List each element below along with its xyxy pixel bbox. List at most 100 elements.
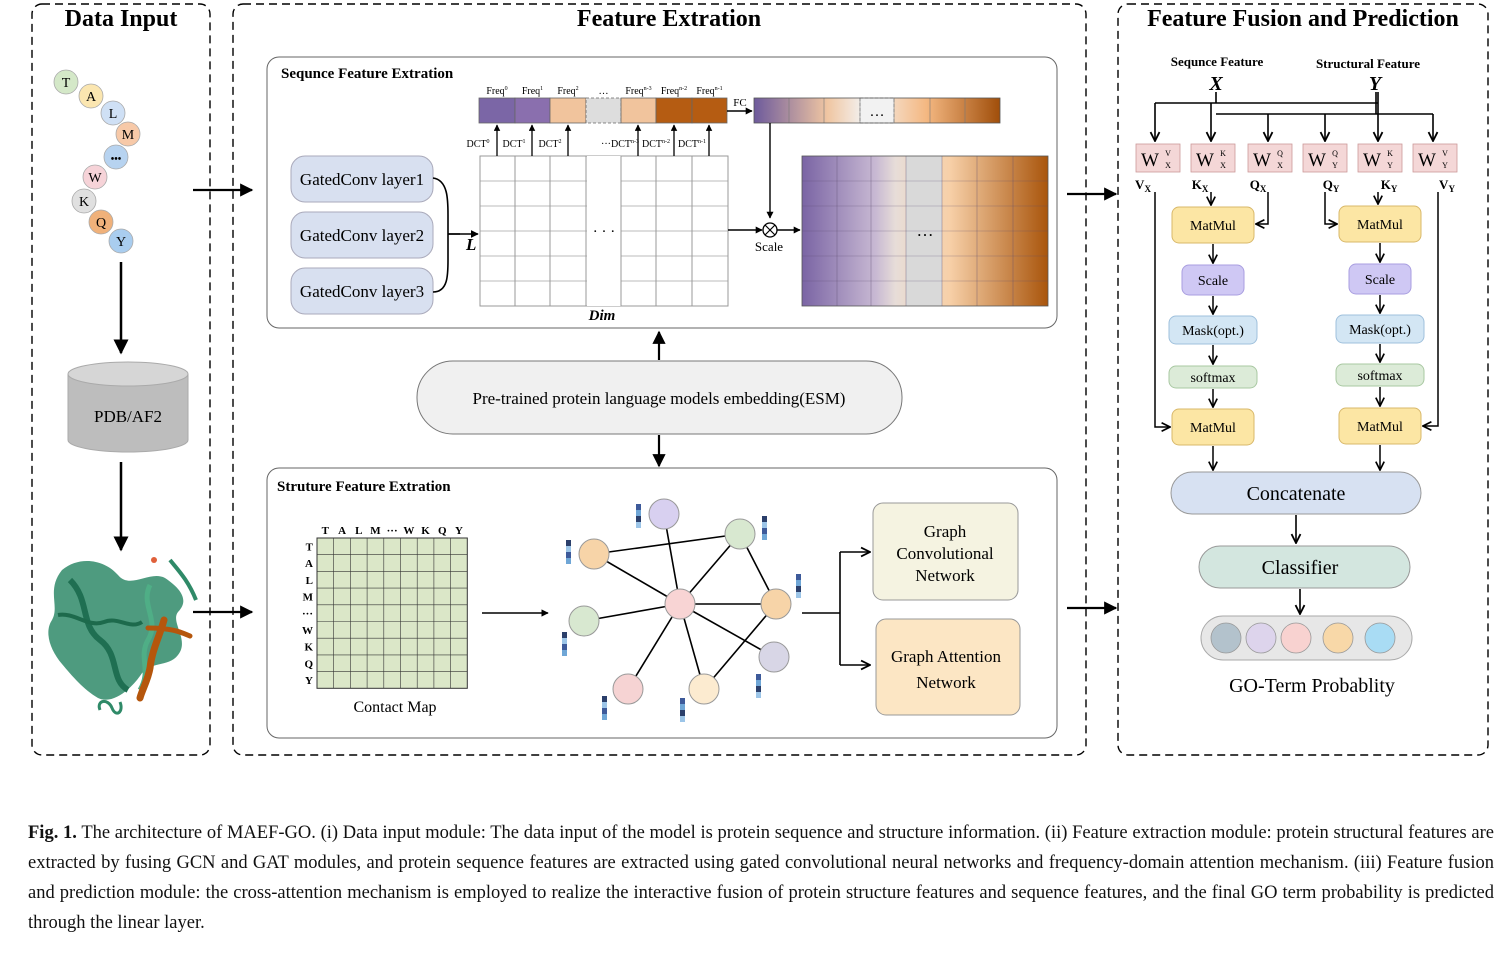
- node-feature-vector: [566, 540, 571, 564]
- seq-feature-label: Sequnce Feature: [1171, 54, 1264, 69]
- matrix-row-label: W: [302, 625, 313, 637]
- scale-box-label: Scale: [1198, 274, 1228, 289]
- matmul-box-label: MatMul: [1357, 420, 1403, 435]
- freq-label: …: [599, 86, 609, 97]
- go-term-circle: [1280, 622, 1312, 654]
- Y-label: Y: [1369, 73, 1383, 95]
- feature-extraction-title: Feature Extration: [577, 6, 761, 32]
- residue-label: L: [109, 107, 118, 122]
- graph-edge: [627, 603, 681, 690]
- matrix-row-label: ···: [302, 608, 313, 620]
- concatenate-label: Concatenate: [1247, 483, 1346, 505]
- matrix-row-label: Y: [305, 675, 313, 687]
- weight-sup: K: [1387, 149, 1393, 158]
- freq-label: Freqn-2: [661, 86, 687, 97]
- fusion-drop-arrows: [1155, 103, 1433, 141]
- weight-sup: Q: [1277, 149, 1283, 158]
- scale-label: Scale: [755, 239, 783, 254]
- residue-node: A: [78, 83, 104, 109]
- node-feature-vector: [602, 696, 607, 720]
- data-input-title: Data Input: [65, 6, 178, 32]
- X-label: X: [1208, 73, 1223, 95]
- gat-label-1: Graph Attention: [891, 647, 1002, 666]
- matrix-col-label: Y: [455, 525, 463, 537]
- weight-sup: V: [1165, 149, 1171, 158]
- output-feature-map: …: [801, 155, 1049, 307]
- matmul-box: MatMul: [1171, 206, 1255, 244]
- protein-structure-image: [48, 557, 198, 715]
- gated-conv-layer: GatedConv layer1: [290, 155, 434, 203]
- caption-text: The architecture of MAEF-GO. (i) Data in…: [28, 823, 1494, 933]
- database-label: PDB/AF2: [94, 407, 162, 426]
- go-term-circle: [1245, 622, 1277, 654]
- graph-edge: [593, 553, 681, 605]
- gated-conv-label: GatedConv layer3: [300, 282, 424, 301]
- matrix-row-label: A: [305, 558, 313, 570]
- attention-bar: …: [753, 97, 1001, 124]
- fork-lines: [802, 552, 841, 665]
- dct-label: DCTn-1: [678, 139, 706, 150]
- gat-box: [875, 618, 1021, 716]
- matrix-row-label: K: [304, 642, 313, 654]
- contact-map-label: Contact Map: [353, 699, 436, 716]
- mask-box: Mask(opt.): [1335, 314, 1425, 344]
- residue-node: W: [82, 164, 108, 190]
- matmul-box-label: MatMul: [1190, 219, 1236, 234]
- node-feature-vector: [762, 516, 767, 540]
- freq-cell: Freqn-2: [655, 86, 693, 124]
- residue-label: Q: [96, 216, 106, 231]
- residue-node: T: [53, 69, 79, 95]
- gcn-label-3: Network: [915, 566, 975, 585]
- freq-label: Freq1: [522, 86, 543, 97]
- matrix-col-label: M: [370, 525, 381, 537]
- go-term-circle: [1364, 622, 1396, 654]
- go-label: GO-Term Probablity: [1229, 675, 1395, 697]
- weight-sub: Y: [1387, 161, 1393, 170]
- freq-label: Freq0: [486, 86, 507, 97]
- node-feature-vector: [680, 698, 685, 722]
- struct-feature-label: Structural Feature: [1316, 56, 1420, 71]
- architecture-diagram: Data Input Feature Extration Feature Fus…: [31, 3, 1489, 756]
- residue-node: Q: [88, 209, 114, 235]
- concatenate-box: [1170, 471, 1422, 515]
- node-feature-vector: [756, 674, 761, 698]
- vkq-label: QY: [1323, 177, 1340, 194]
- weight-sub: X: [1220, 161, 1226, 170]
- freq-cell: …: [585, 86, 622, 124]
- residue-label: T: [62, 76, 71, 91]
- matrix-row-label: Q: [304, 658, 313, 670]
- matmul-box: MatMul: [1171, 408, 1255, 446]
- graph-node: [760, 588, 792, 620]
- matrix-col-label: A: [338, 525, 346, 537]
- graph-edge: [593, 533, 741, 555]
- scale-box: Scale: [1348, 263, 1412, 295]
- L-label: L: [465, 235, 476, 254]
- graph-edge: [679, 603, 775, 658]
- mask-box: Mask(opt.): [1168, 315, 1258, 345]
- freq-label: Freq2: [557, 86, 578, 97]
- matmul-box: MatMul: [1338, 407, 1422, 445]
- weight-label: W: [1253, 150, 1271, 171]
- mask-box-label: Mask(opt.): [1182, 324, 1244, 339]
- residue-label: M: [122, 128, 135, 143]
- matmul-box-label: MatMul: [1190, 421, 1236, 436]
- weight-sub: X: [1277, 161, 1283, 170]
- weight-label: W: [1363, 150, 1381, 171]
- esm-box: [416, 360, 903, 435]
- gat-label-2: Network: [916, 673, 976, 692]
- fusion-split-lines: [1155, 92, 1433, 115]
- scale-box-label: Scale: [1365, 273, 1395, 288]
- gcn-box: [872, 502, 1019, 601]
- weight-sub: Y: [1442, 161, 1448, 170]
- matmul-box-label: MatMul: [1357, 218, 1403, 233]
- matrix-col-label: ···: [387, 525, 398, 537]
- attention-dots: …: [870, 104, 885, 120]
- structure-title: Struture Feature Extration: [277, 479, 451, 495]
